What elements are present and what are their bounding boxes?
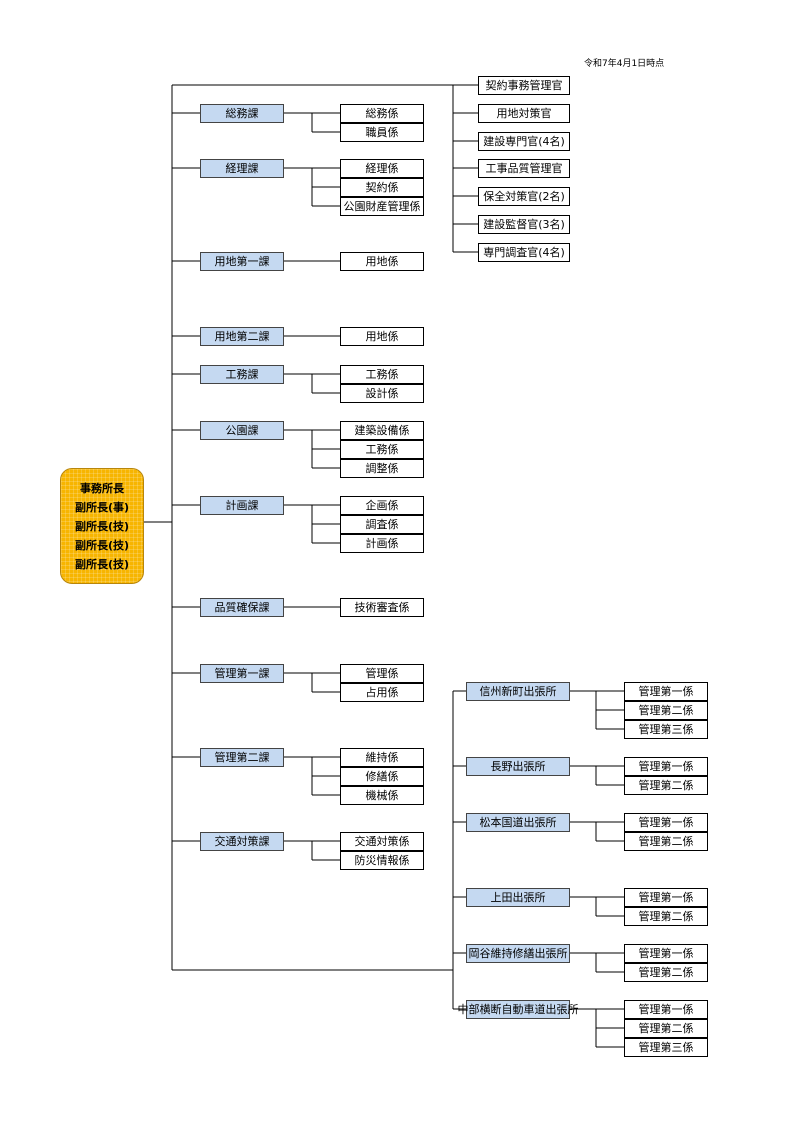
section-box: 総務係 (340, 103, 424, 123)
department-box: 用地第一課 (200, 251, 284, 271)
office-section-box: 管理第一係 (624, 681, 708, 701)
office-section-box: 管理第三係 (624, 719, 708, 739)
field-office-box: 岡谷維持修繕出張所 (466, 943, 570, 963)
head-role: 事務所長 (80, 481, 124, 495)
department-box: 工務課 (200, 364, 284, 384)
office-section-box: 管理第一係 (624, 756, 708, 776)
department-box: 計画課 (200, 495, 284, 515)
office-section-box: 管理第一係 (624, 999, 708, 1019)
department-box: 経理課 (200, 158, 284, 178)
section-box: 占用係 (340, 682, 424, 702)
department-box: 用地第二課 (200, 326, 284, 346)
officer-box: 工事品質管理官 (478, 158, 570, 178)
officer-box: 保全対策官(2名) (478, 186, 570, 206)
office-section-box: 管理第二係 (624, 700, 708, 720)
field-office-box: 信州新町出張所 (466, 681, 570, 701)
section-box: 公園財産管理係 (340, 196, 424, 216)
office-section-box: 管理第二係 (624, 775, 708, 795)
head-role: 副所長(技) (74, 519, 130, 533)
section-box: 交通対策係 (340, 831, 424, 851)
section-box: 工務係 (340, 364, 424, 384)
department-box: 管理第二課 (200, 747, 284, 767)
office-section-box: 管理第二係 (624, 1018, 708, 1038)
office-section-box: 管理第一係 (624, 887, 708, 907)
section-box: 管理係 (340, 663, 424, 683)
section-box: 技術審査係 (340, 597, 424, 617)
section-box: 職員係 (340, 122, 424, 142)
section-box: 調査係 (340, 514, 424, 534)
section-box: 設計係 (340, 383, 424, 403)
office-section-box: 管理第二係 (624, 906, 708, 926)
section-box: 建築設備係 (340, 420, 424, 440)
section-box: 工務係 (340, 439, 424, 459)
field-office-box: 長野出張所 (466, 756, 570, 776)
department-box: 公園課 (200, 420, 284, 440)
department-box: 管理第一課 (200, 663, 284, 683)
section-box: 調整係 (340, 458, 424, 478)
section-box: 経理係 (340, 158, 424, 178)
head-role: 副所長(技) (74, 557, 130, 571)
section-box: 防災情報係 (340, 850, 424, 870)
office-section-box: 管理第一係 (624, 812, 708, 832)
officer-box: 用地対策官 (478, 103, 570, 123)
as-of-date: 令和7年4月1日時点 (584, 59, 665, 69)
head-role: 副所長(事) (74, 500, 130, 514)
department-box: 交通対策課 (200, 831, 284, 851)
office-section-box: 管理第二係 (624, 962, 708, 982)
department-box: 品質確保課 (200, 597, 284, 617)
section-box: 用地係 (340, 251, 424, 271)
section-box: 企画係 (340, 495, 424, 515)
head-role: 副所長(技) (74, 538, 130, 552)
officer-box: 建設監督官(3名) (478, 214, 570, 234)
field-office-box: 上田出張所 (466, 887, 570, 907)
office-director-box: 事務所長 副所長(事) 副所長(技) 副所長(技) 副所長(技) (60, 468, 144, 584)
section-box: 機械係 (340, 785, 424, 805)
office-section-box: 管理第二係 (624, 831, 708, 851)
officer-box: 契約事務管理官 (478, 75, 570, 95)
section-box: 契約係 (340, 177, 424, 197)
section-box: 維持係 (340, 747, 424, 767)
department-box: 総務課 (200, 103, 284, 123)
officer-box: 建設専門官(4名) (478, 131, 570, 151)
officer-box: 専門調査官(4名) (478, 242, 570, 262)
field-office-box: 松本国道出張所 (466, 812, 570, 832)
section-box: 修繕係 (340, 766, 424, 786)
office-section-box: 管理第一係 (624, 943, 708, 963)
section-box: 用地係 (340, 326, 424, 346)
office-section-box: 管理第三係 (624, 1037, 708, 1057)
field-office-box: 中部横断自動車道出張所 (458, 999, 579, 1019)
section-box: 計画係 (340, 533, 424, 553)
